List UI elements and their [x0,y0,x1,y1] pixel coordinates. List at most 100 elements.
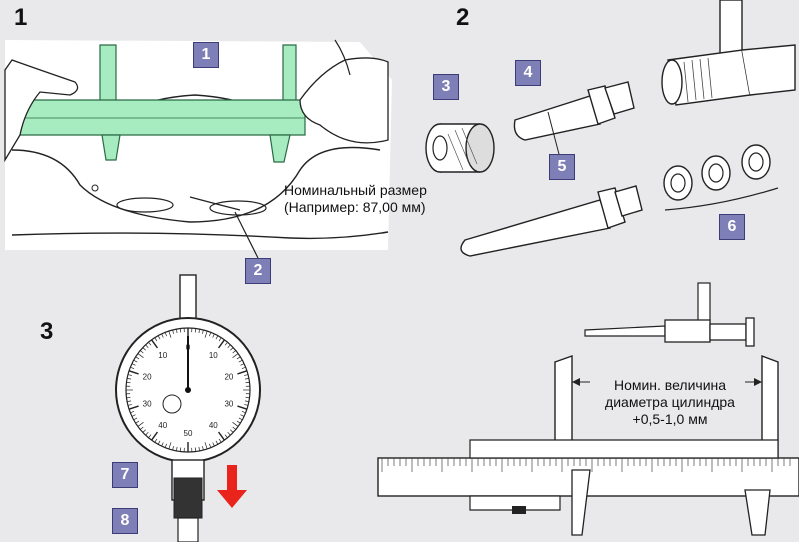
dial-tick [227,344,231,348]
dial-tick [212,333,215,338]
dial-tick [128,405,139,410]
dial-tick [148,342,152,346]
dial-tick [227,432,231,436]
dial-tick [164,443,167,448]
beam-ticks [381,458,791,472]
dial-tick [127,378,132,380]
dial-tick [131,414,136,417]
caliper3-vernier [469,495,561,511]
dial-tick [161,442,164,447]
dial-tick [168,442,172,450]
dial-tick [127,400,132,402]
dial-tick [127,374,132,376]
nominal-size-line1: Номинальный размер [284,182,427,198]
gauge-end [745,317,755,347]
dial-tick [198,329,200,334]
dial-tick [240,414,245,417]
dial-tick [150,431,159,441]
bore-note-line1: Номин. величина [613,377,727,393]
step-3-label: 3 [40,318,54,345]
dial-tick [154,438,158,443]
dial-tick [238,359,243,363]
dial-tick [230,429,234,433]
dial-tick [164,332,167,337]
slot-right [209,200,267,216]
dial-tick [244,400,249,402]
panel3-caliper [377,282,799,536]
bore-note-line3: +0,5-1,0 мм [632,411,708,427]
dial-tick [241,411,246,414]
leader-2 [189,196,241,211]
dial-tick [135,356,140,360]
dial-tick [161,333,164,338]
left-hand [4,59,79,163]
dial-tick [240,363,245,366]
part-3-knurled-nut [425,123,495,173]
dial-label: 50 [184,429,193,438]
dial-tick [204,330,208,338]
callout-1: 1 [193,42,219,68]
dial-tick [126,396,131,399]
dial-tick [217,339,226,349]
lock-screw [512,506,526,514]
dial-tick [236,356,241,360]
dial-tick [194,328,197,333]
dial-tick [148,434,152,438]
dial-tick [179,447,182,452]
dial-tick [241,366,246,369]
dial-tick [172,446,174,451]
sub-dial [162,394,182,414]
callout-4: 4 [515,60,541,86]
dial-hub [185,387,191,393]
callout-7: 7 [112,462,138,488]
red-arrow-down [217,465,247,508]
dial-tick [194,447,197,452]
dial-tick [245,381,250,384]
callout-6: 6 [719,214,745,240]
caliper3-lower-jaw-left [571,469,591,536]
gauge-thread [709,323,747,341]
dial-tick [202,446,204,451]
bore-diameter-note: Номин. величина диаметра цилиндра +0,5-1… [580,377,760,428]
dial-tick [142,347,146,351]
panel1-illustration [4,39,392,259]
block-edge [11,231,389,240]
dial-tick [145,344,149,348]
dial-tick [218,337,222,342]
dial-tick [176,446,178,451]
indicator-knurl [173,477,203,519]
dial-tick [126,381,131,384]
dial-tick [130,366,135,369]
dial-tick [150,339,159,349]
dial-indicator: 0102030405040302010 [115,274,261,542]
dial-tick [232,350,236,354]
dial-tick [224,434,228,438]
callout-3: 3 [433,74,459,100]
dial-label: 40 [209,421,218,430]
leader-2b [234,211,259,259]
dial-tick [244,378,249,380]
dial-label: 30 [143,399,152,408]
right-hand [299,57,389,144]
dial-label: 20 [224,373,233,382]
dial-tick [140,350,144,354]
part-threaded-holder [661,0,796,106]
bolt-hole [91,184,99,192]
nominal-size-note: Номинальный размер (Например: 87,00 мм) [284,182,427,216]
dial-tick [236,420,241,424]
dial-tick [209,443,212,448]
bore-outline [11,146,381,223]
caliper-jaw-left-bottom [101,134,121,161]
step-1-label: 1 [14,4,28,31]
dial-tick [157,335,161,340]
dial-tick [217,431,226,441]
dial-tick [133,417,138,421]
right-finger [334,39,351,76]
dial-tick [202,329,204,334]
dial-tick [137,422,144,427]
dial-tick [145,432,149,436]
part-4-short-pin [513,81,635,159]
dial-tick [137,353,144,358]
part-6-washers [663,144,779,211]
